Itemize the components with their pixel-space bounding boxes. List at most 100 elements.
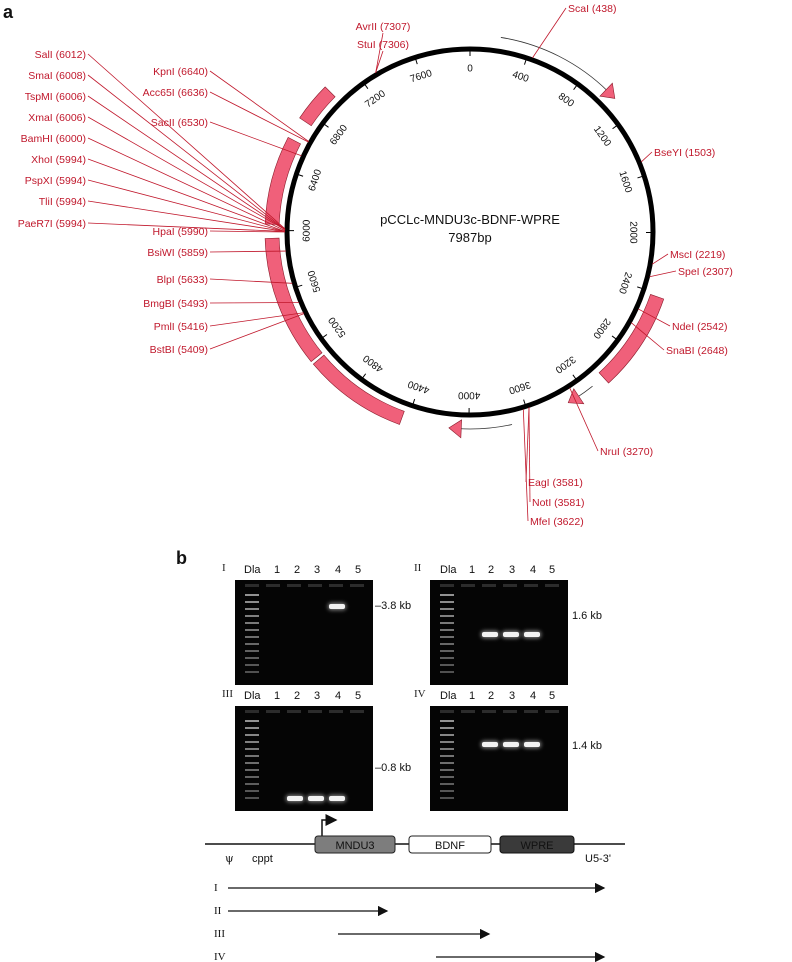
restriction-site-label: XhoI (5994) <box>31 154 86 166</box>
restriction-site-label: ScaI (438) <box>568 3 616 15</box>
plasmid-size: 7987bp <box>448 230 491 245</box>
ladder-band <box>245 650 259 652</box>
amplicon-label: III <box>214 928 225 940</box>
ladder-band <box>440 755 454 757</box>
restriction-site-line <box>209 278 293 284</box>
restriction-site-line <box>209 230 286 233</box>
restriction-site-line <box>209 312 304 327</box>
gel-well <box>308 584 322 587</box>
restriction-site-line <box>375 32 384 73</box>
ladder-band <box>245 594 259 596</box>
plasmid-tick-label: 2800 <box>590 316 612 341</box>
mndu3-box <box>314 835 396 854</box>
restriction-site-line <box>87 53 286 230</box>
ladder-band <box>245 755 259 757</box>
ladder-band <box>245 797 259 799</box>
lane-label: Dla <box>440 564 457 576</box>
plasmid-tick-mark <box>412 398 416 404</box>
lane-label: 5 <box>355 690 362 702</box>
lane-label: 2 <box>488 690 495 702</box>
feature-arrowhead <box>567 388 585 405</box>
ladder-band <box>440 776 454 778</box>
lane-label: 1 <box>469 564 476 576</box>
ladder-band <box>245 657 259 659</box>
restriction-site-label: AvrII (7307) <box>356 21 411 33</box>
plasmid-tick-label: 800 <box>556 91 576 110</box>
plasmid-tick-label: 1600 <box>616 170 633 195</box>
restriction-site-label: SacII (6530) <box>151 117 208 129</box>
restriction-site-label: SpeI (2307) <box>678 266 733 278</box>
sample-band <box>503 742 519 747</box>
amplicon-label: I <box>214 882 218 894</box>
panel-b-label: b <box>176 548 187 568</box>
lane-label: 2 <box>294 564 301 576</box>
restriction-site-label: PmlI (5416) <box>154 321 208 333</box>
feature-arc <box>312 354 405 425</box>
ladder-band <box>440 762 454 764</box>
restriction-site-line <box>651 253 669 265</box>
restriction-site-label: PspXI (5994) <box>25 175 86 187</box>
plasmid-tick-mark <box>415 59 418 65</box>
promoter-arrow-icon <box>321 814 338 836</box>
ladder-band <box>440 643 454 645</box>
ladder-band <box>245 643 259 645</box>
restriction-site-line <box>528 407 531 503</box>
gel-well <box>503 584 517 587</box>
restriction-site-line <box>87 158 286 232</box>
gel-roman-label: III <box>222 688 233 700</box>
restriction-site-line <box>630 322 665 351</box>
gel-roman-label: II <box>414 562 422 574</box>
feature-arc <box>299 86 336 127</box>
plasmid-tick-mark <box>324 123 329 128</box>
restriction-site-line <box>209 70 309 142</box>
gel-well <box>266 584 280 587</box>
gel-well <box>440 584 454 587</box>
sample-band <box>329 604 345 609</box>
gel-well <box>482 584 496 587</box>
gel-lane-labels: Dla 1 2 3 4 5 <box>414 690 614 704</box>
u5-label: U5-3' <box>585 853 611 865</box>
plasmid-tick-mark <box>362 373 367 379</box>
feature-arc <box>264 136 301 225</box>
gel-well <box>350 584 364 587</box>
panel-a-label: a <box>3 2 14 22</box>
restriction-site-line <box>87 116 286 231</box>
sample-band <box>308 796 324 801</box>
lane-label: 1 <box>274 690 281 702</box>
band-size-label: 1.4 kb <box>572 740 602 752</box>
lane-label: 3 <box>314 564 321 576</box>
gel-well <box>524 584 538 587</box>
restriction-site-label: NruI (3270) <box>600 446 653 458</box>
gel-well <box>287 584 301 587</box>
sample-band <box>287 796 303 801</box>
ladder-band <box>245 783 259 785</box>
restriction-site-line <box>87 200 286 232</box>
restriction-site-label: EagI (3581) <box>528 477 583 489</box>
lane-label: 3 <box>509 690 516 702</box>
gel-well <box>308 710 322 713</box>
ladder-band <box>245 622 259 624</box>
gel-well <box>461 710 475 713</box>
restriction-site-line <box>649 270 677 278</box>
ladder-band <box>440 629 454 631</box>
lane-label: 4 <box>530 564 537 576</box>
plasmid-tick-mark <box>612 125 617 130</box>
plasmid-tick-label: 6400 <box>307 168 325 193</box>
sample-band <box>482 742 498 747</box>
lane-label: 1 <box>469 690 476 702</box>
plasmid-tick-label: 5600 <box>306 269 323 294</box>
restriction-site-line <box>87 137 286 231</box>
plasmid-tick-label: 6800 <box>328 123 350 148</box>
plasmid-tick-mark <box>573 85 577 91</box>
ladder-band <box>245 608 259 610</box>
plasmid-tick-mark <box>297 284 303 288</box>
restriction-site-label: BsiWI (5859) <box>147 247 208 259</box>
gel-well <box>329 584 343 587</box>
restriction-site-label: NdeI (2542) <box>672 321 727 333</box>
mndu3-label: MNDU3 <box>335 840 374 852</box>
restriction-site-line <box>87 74 286 230</box>
lane-label: 3 <box>509 564 516 576</box>
sample-band <box>503 632 519 637</box>
restriction-site-label: BlpI (5633) <box>157 274 208 286</box>
plasmid-tick-mark <box>298 174 304 177</box>
